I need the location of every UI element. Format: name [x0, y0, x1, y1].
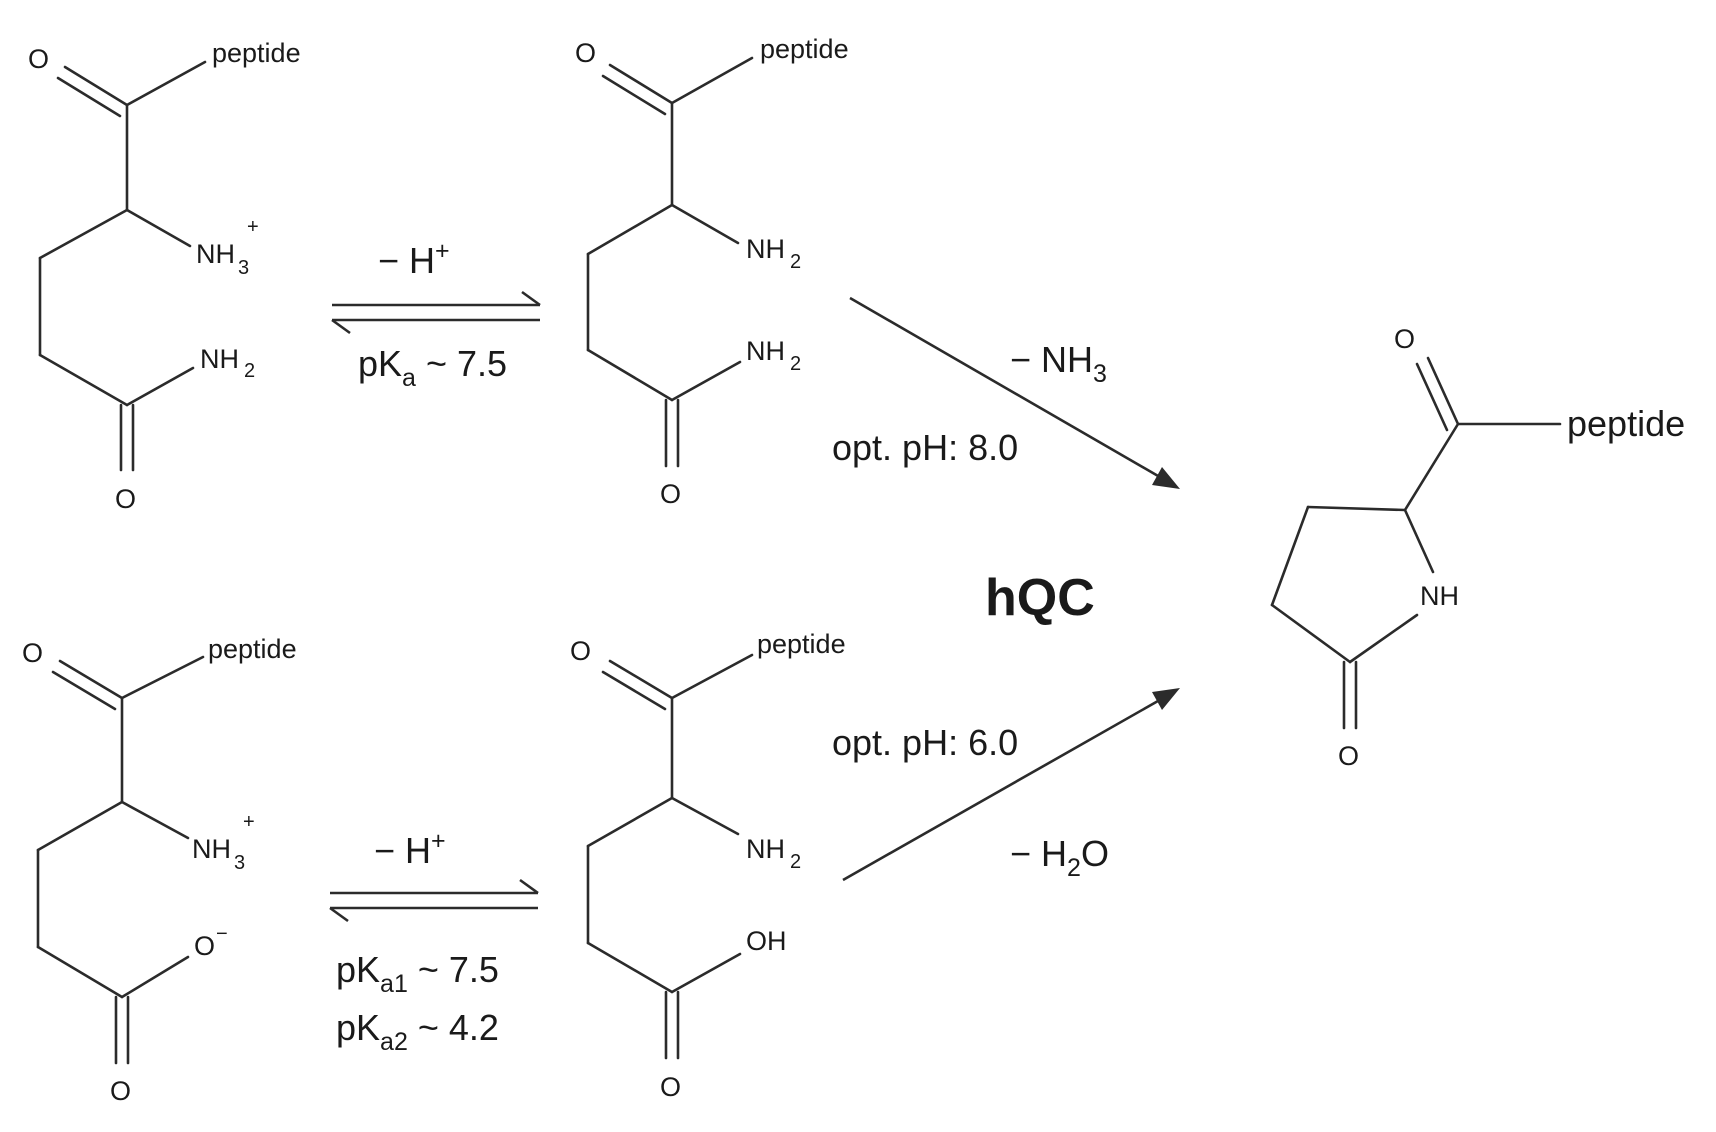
pka2-label: pKa2 ~ 4.2	[336, 1007, 499, 1056]
molecule-glutamate-zwitterion: O peptide NH 3 + O − O	[22, 634, 297, 1106]
oxygen-atom: O	[575, 38, 596, 68]
molecule-glutamine-protonated: O peptide NH 3 + NH 2 O	[28, 38, 301, 514]
oxygen-atom: O	[660, 479, 681, 509]
bottom-reaction-arrow	[842, 688, 1180, 882]
bottom-deprotonation-label: − H+	[374, 827, 446, 871]
water-loss-label: − H2O	[1010, 833, 1109, 882]
nh2-subscript: 2	[790, 251, 801, 273]
top-deprotonation-label: − H+	[378, 237, 450, 281]
amine-nh2-label: NH	[746, 234, 785, 264]
nh2-subscript: 2	[790, 851, 801, 873]
nh2-subscript: 2	[244, 360, 255, 382]
ammonia-loss-label: − NH3	[1010, 339, 1107, 388]
peptide-label: peptide	[212, 38, 301, 68]
molecule-pyroglutamate: O peptide NH O	[1270, 324, 1685, 771]
nh3-subscript: 3	[234, 852, 245, 874]
oxygen-atom: O	[1338, 741, 1359, 771]
oxygen-atom: O	[22, 638, 43, 668]
top-pka-label: pKa ~ 7.5	[358, 343, 507, 392]
oxygen-atom: O	[1394, 324, 1415, 354]
positive-charge: +	[247, 216, 259, 238]
peptide-label: peptide	[757, 629, 846, 659]
amine-nh3-label: NH	[192, 834, 231, 864]
carboxylate-oxygen: O	[194, 931, 215, 961]
pka1-label: pKa1 ~ 7.5	[336, 949, 499, 998]
bottom-optimal-ph-label: opt. pH: 6.0	[832, 722, 1018, 763]
peptide-label: peptide	[208, 634, 297, 664]
peptide-label: peptide	[760, 34, 849, 64]
peptide-label: peptide	[1567, 403, 1685, 444]
top-optimal-ph-label: opt. pH: 8.0	[832, 427, 1018, 468]
positive-charge: +	[243, 811, 255, 833]
amine-nh3-label: NH	[196, 239, 235, 269]
negative-charge: −	[216, 923, 228, 945]
oxygen-atom: O	[660, 1072, 681, 1102]
molecule-glutamine-neutral: O peptide NH 2 NH 2 O	[575, 34, 849, 509]
ring-nh-label: NH	[1420, 581, 1459, 611]
top-equilibrium-arrow	[331, 290, 541, 335]
enzyme-hqc-label: hQC	[985, 569, 1095, 627]
amine-nh2-label: NH	[746, 834, 785, 864]
top-reaction-arrow	[849, 296, 1180, 489]
nh3-subscript: 3	[238, 257, 249, 279]
nh2-subscript: 2	[790, 353, 801, 375]
hydroxyl-label: OH	[746, 926, 787, 956]
oxygen-atom: O	[110, 1076, 131, 1106]
oxygen-atom: O	[115, 484, 136, 514]
amide-nh2-label: NH	[200, 344, 239, 374]
molecule-glutamate-neutral: O peptide NH 2 OH O	[570, 629, 846, 1102]
bottom-equilibrium-arrow	[329, 878, 539, 923]
oxygen-atom: O	[570, 636, 591, 666]
amide-nh2-label: NH	[746, 336, 785, 366]
oxygen-atom: O	[28, 44, 49, 74]
